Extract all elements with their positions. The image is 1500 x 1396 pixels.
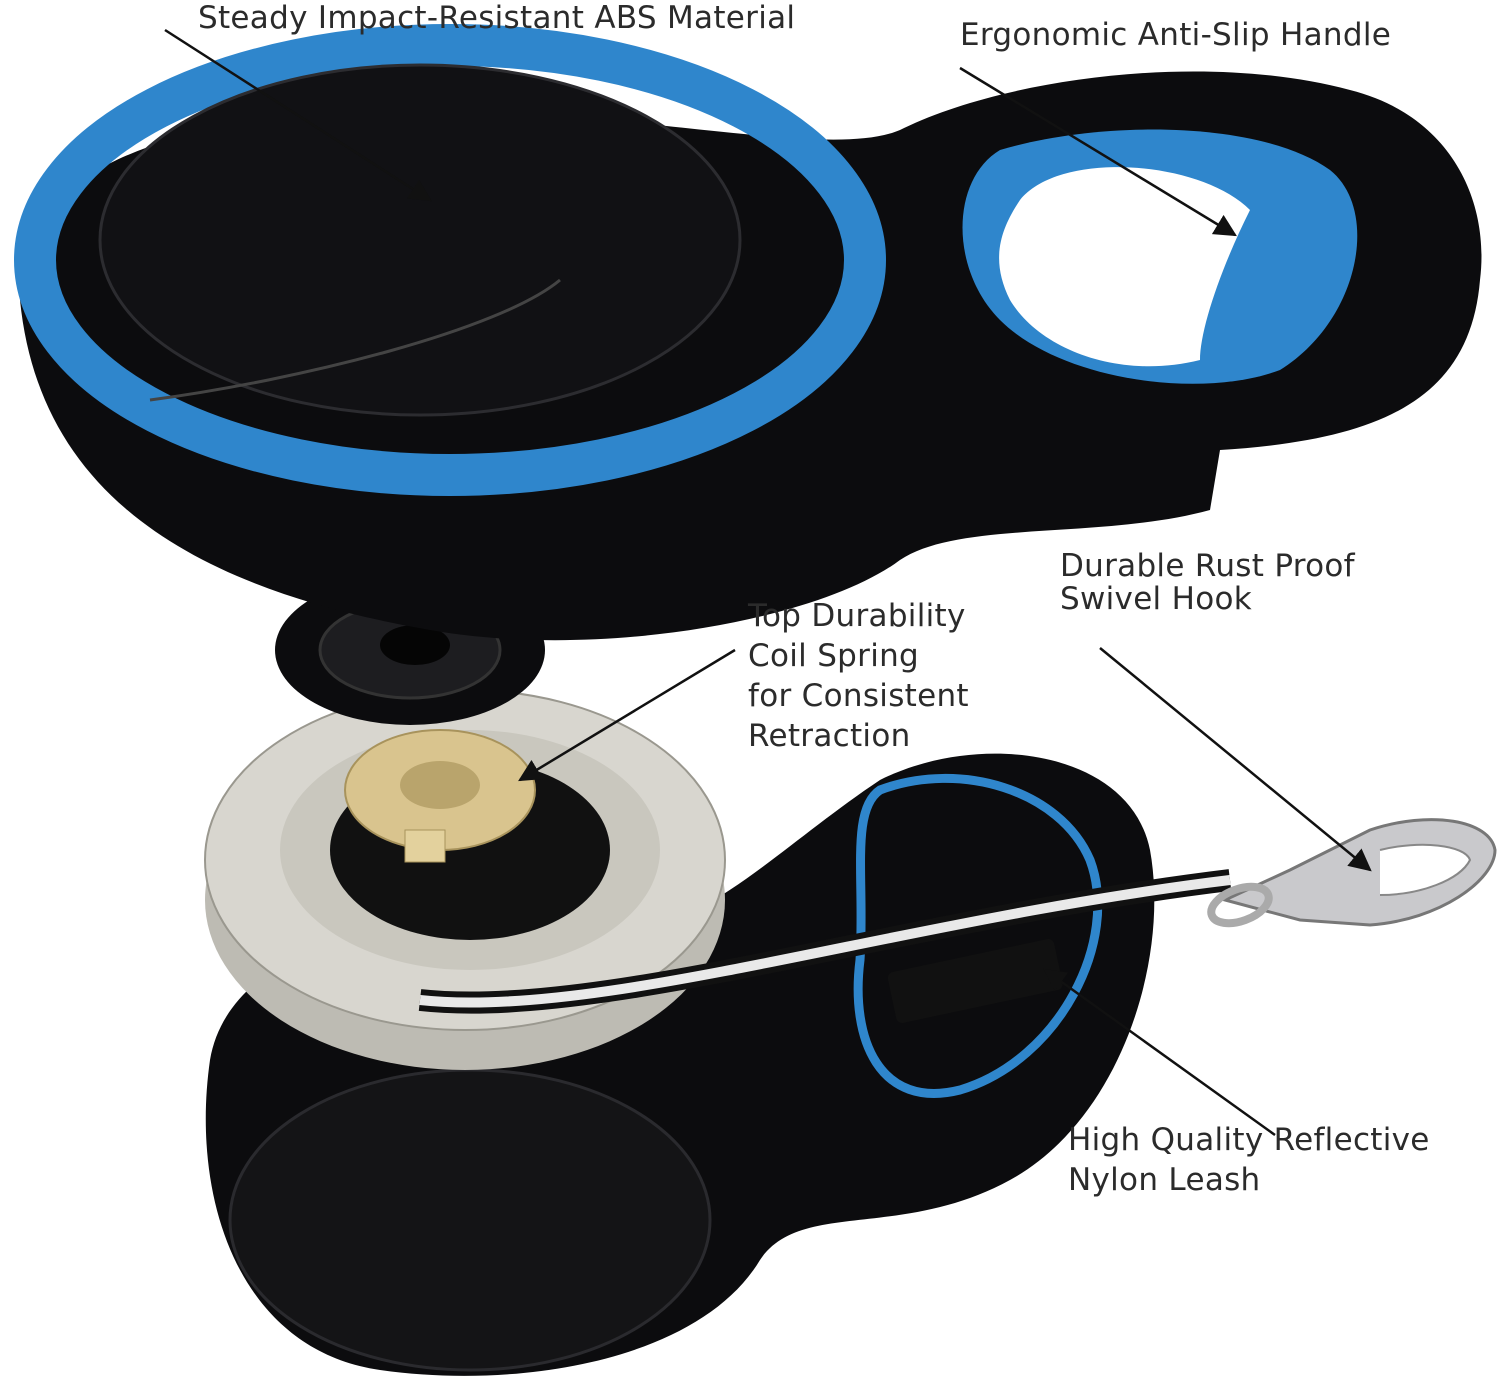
- arrow-hook: [1099, 647, 1372, 872]
- nylon-leash: [418, 869, 1232, 1023]
- top-shell: [14, 24, 1482, 641]
- label-nylon-leash: High Quality Reflective Nylon Leash: [1068, 1120, 1430, 1200]
- label-line: Durable Rust Proof: [1060, 548, 1355, 584]
- arrow-leash: [1043, 968, 1276, 1137]
- bottom-shell: [205, 753, 1155, 1376]
- label-line: Coil Spring: [748, 638, 920, 674]
- callout-arrows: [164, 28, 1372, 1137]
- arrow-spring: [518, 648, 736, 782]
- label-abs-material: Steady Impact-Resistant ABS Material: [198, 0, 796, 36]
- arrow-handle: [959, 66, 1237, 237]
- label-swivel-hook: Durable Rust Proof Swivel Hook: [1060, 550, 1355, 616]
- label-line: for Consistent: [748, 678, 969, 714]
- coil-spring: [344, 729, 536, 863]
- label-line: Swivel Hook: [1060, 581, 1253, 617]
- label-coil-spring: Top Durability Coil Spring for Consisten…: [748, 596, 969, 756]
- label-line: Retraction: [748, 718, 911, 754]
- label-line: Nylon Leash: [1068, 1162, 1261, 1198]
- arrow-abs: [164, 28, 432, 202]
- swivel-hook: [1207, 818, 1497, 928]
- label-line: High Quality Reflective: [1068, 1122, 1430, 1158]
- label-line: Top Durability: [748, 598, 966, 634]
- label-handle: Ergonomic Anti-Slip Handle: [960, 17, 1392, 53]
